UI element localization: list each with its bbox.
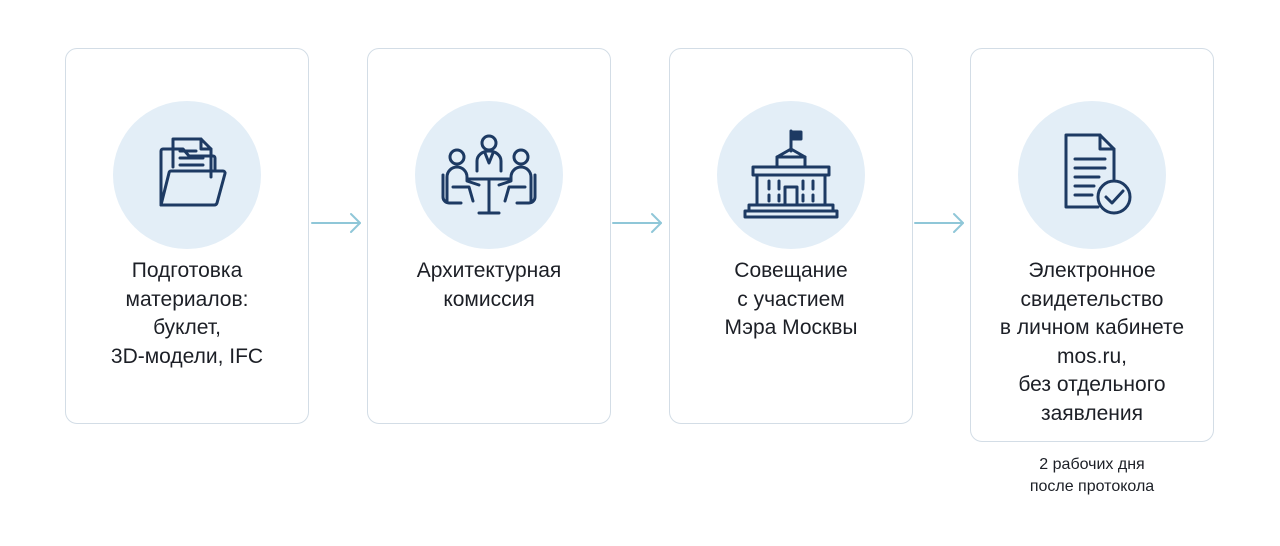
step-card-materials: Подготовка материалов: буклет, 3D-модели… xyxy=(65,48,309,424)
document-check-icon xyxy=(1018,101,1166,249)
step-label-line: Мэра Москвы xyxy=(724,316,858,339)
step-label: Электронное свидетельство в личном кабин… xyxy=(971,257,1213,428)
step-label-line: с участием xyxy=(737,287,845,311)
step-label-line: Совещание xyxy=(734,259,848,282)
government-building-icon xyxy=(717,101,865,249)
step-label-line: без отдельного xyxy=(1018,373,1166,396)
step-label-line: Подготовка xyxy=(131,259,243,282)
step-label: Совещание с участием Мэра Москвы xyxy=(670,257,912,343)
folder-document-icon xyxy=(113,101,261,249)
arrow-right-icon xyxy=(311,213,361,233)
arrow-right-icon xyxy=(914,213,964,233)
arrow-right-icon xyxy=(612,213,662,233)
step-label-line: Архитектурная xyxy=(416,259,562,282)
timing-note: 2 рабочих дня после протокола xyxy=(970,454,1214,498)
timing-note-line: 2 рабочих дня xyxy=(1039,456,1145,473)
step-label-line: заявления xyxy=(1041,401,1143,425)
step-card-certificate: Электронное свидетельство в личном кабин… xyxy=(970,48,1214,442)
step-label-line: Электронное xyxy=(1028,259,1156,282)
step-label: Архитектурная комиссия xyxy=(368,257,610,314)
step-label: Подготовка материалов: буклет, 3D-модели… xyxy=(66,257,308,371)
step-card-commission: Архитектурная комиссия xyxy=(367,48,611,424)
step-label-line: комиссия xyxy=(443,287,535,311)
step-card-mayor-meeting: Совещание с участием Мэра Москвы xyxy=(669,48,913,424)
step-label-line: буклет, xyxy=(153,316,221,339)
step-label-line: mos.ru, xyxy=(1056,344,1127,368)
step-label-line: материалов: xyxy=(125,287,249,311)
step-label-line: свидетельство xyxy=(1020,287,1164,311)
timing-note-line: после протокола xyxy=(1029,478,1155,495)
meeting-people-icon xyxy=(415,101,563,249)
step-label-line: в личном кабинете xyxy=(999,316,1185,339)
step-label-line: 3D-модели, IFC xyxy=(110,344,264,368)
